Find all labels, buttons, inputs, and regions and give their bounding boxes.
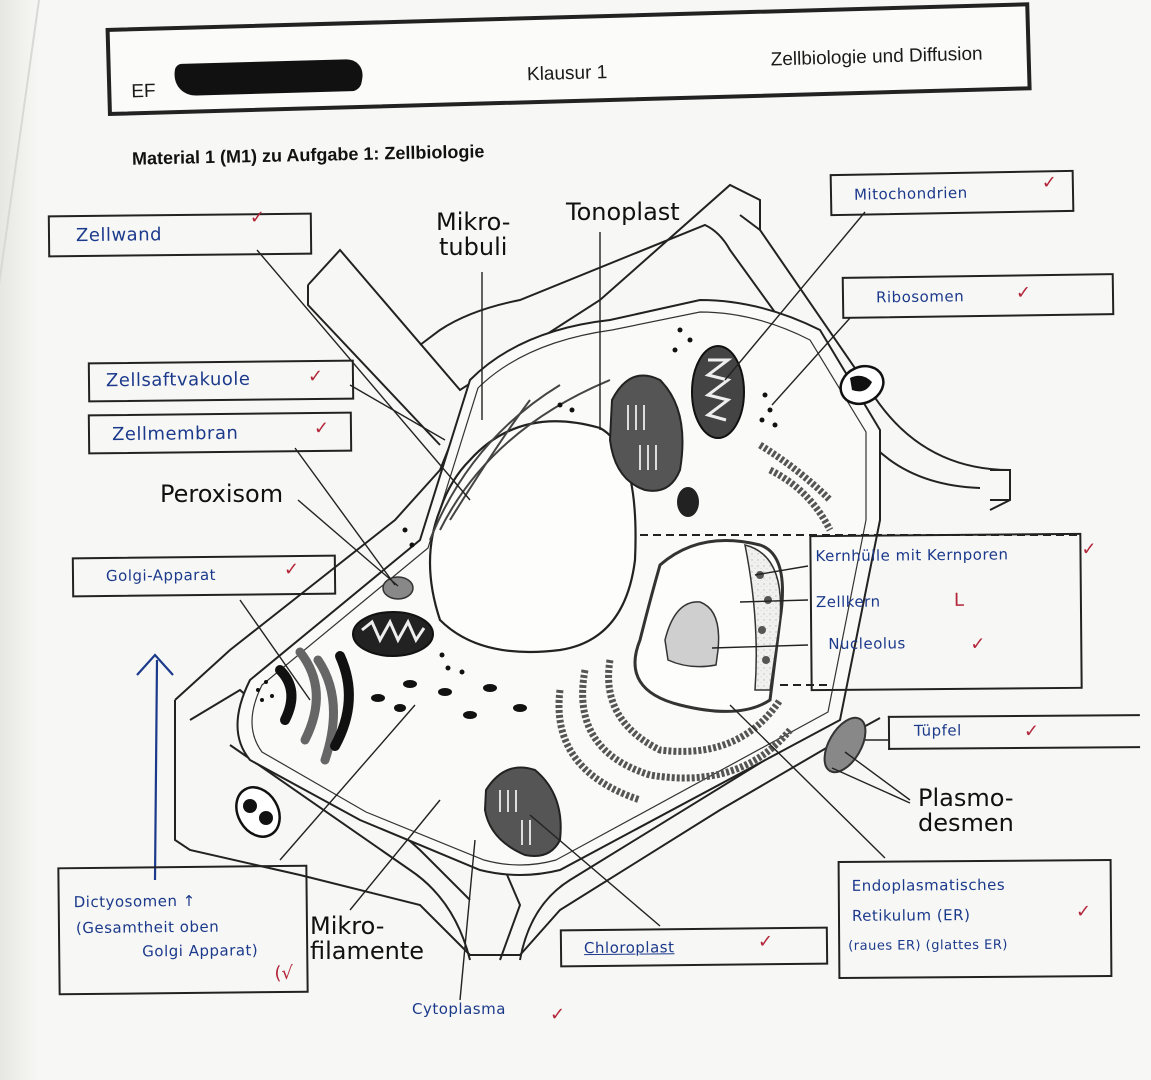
answer-zellwand: Zellwand (75, 224, 163, 247)
answer-box-zellwand[interactable]: Zellwand ✓ (47, 207, 313, 258)
page-edge (0, 0, 40, 1080)
check-mark: ✓ (1023, 720, 1040, 742)
answer-ribosomen: Ribosomen (875, 287, 965, 307)
label-tonoplast: Tonoplast (566, 198, 680, 226)
answer-box-ribosomen[interactable]: Ribosomen ✓ (841, 273, 1115, 319)
answer-box-chloroplast[interactable]: Chloroplast ✓ (559, 926, 829, 968)
answer-zellkern: Zellkern (815, 592, 881, 612)
check-mark: ✓ (307, 365, 324, 388)
nucleolus (664, 601, 720, 668)
answer-box-mitochondrien[interactable]: Mitochondrien ✓ (829, 169, 1075, 217)
label-mikrofilamente-line1: Mikro- (310, 912, 385, 940)
answer-dictyosomen-line3: Golgi Apparat) (142, 941, 259, 961)
check-mark: ✓ (550, 1004, 566, 1025)
check-mark: ✓ (249, 207, 266, 229)
answer-er-line3: (raues ER) (glattes ER) (848, 937, 1009, 954)
mitochondrion (352, 611, 434, 657)
label-plasmodesmen-line1: Plasmo- (918, 784, 1014, 812)
answer-box-zellmembran[interactable]: Zellmembran ✓ (87, 411, 353, 455)
answer-box-zellsaftvakuole[interactable]: Zellsaftvakuole ✓ (87, 359, 355, 403)
answer-zellmembran: Zellmembran (111, 422, 239, 446)
vesicle (677, 487, 699, 517)
answer-nucleolus: Nucleolus (828, 634, 906, 654)
check-mark: ✓ (1075, 901, 1092, 923)
label-peroxisom: Peroxisom (160, 480, 284, 508)
answer-er-line1: Endoplasmatisches (851, 875, 1006, 895)
pit-icon (839, 364, 885, 406)
pit-icon (823, 716, 867, 774)
check-mark: ✓ (757, 931, 774, 953)
answer-dictyosomen-line2: (Gesamtheit oben (75, 917, 220, 938)
answer-box-golgi[interactable]: Golgi-Apparat ✓ (71, 554, 337, 598)
answer-tuepfel: Tüpfel (913, 721, 962, 740)
partial-mark: (√ (274, 962, 294, 985)
answer-box-dictyosomen[interactable]: Dictyosomen ↑ (Gesamtheit oben Golgi App… (57, 864, 309, 996)
check-mark: ✓ (1081, 538, 1097, 560)
answer-chloroplast: Chloroplast (583, 938, 675, 958)
check-mark: ✓ (283, 559, 300, 581)
answer-golgi: Golgi-Apparat (105, 565, 217, 586)
check-mark: ✓ (313, 417, 330, 440)
answer-er-line2: Retikulum (ER) (851, 906, 971, 925)
pit-icon (235, 786, 281, 838)
check-mark: ✓ (1041, 172, 1058, 194)
nuclear-envelope (744, 543, 782, 691)
answer-dictyosomen-line1: Dictyosomen ↑ (73, 891, 196, 912)
cell-wall (174, 183, 1011, 961)
partial-mark: ᒪ (953, 589, 965, 611)
check-mark: ✓ (970, 633, 986, 655)
label-mikrotubuli: Mikro- tubuli (436, 208, 511, 262)
label-mikrotubuli-line2: tubuli (439, 233, 508, 262)
ribosomes (256, 327, 778, 719)
check-mark: ✓ (1015, 282, 1032, 304)
leader-lines (239, 211, 911, 1001)
label-mikrofilamente: Mikro- filamente (310, 912, 425, 966)
peroxisome (382, 576, 414, 600)
label-mikrotubuli-line1: Mikro- (436, 208, 511, 236)
answer-box-er[interactable]: Endoplasmatisches Retikulum (ER) ✓ (raue… (837, 859, 1113, 979)
answer-box-tuepfel[interactable]: Tüpfel ✓ (887, 714, 1141, 750)
answer-kernhuelle: Kernhülle mit Kernporen (815, 545, 1009, 566)
label-plasmodesmen: Plasmo- desmen (918, 784, 1014, 838)
answer-cytoplasma: Cytoplasma (412, 1000, 506, 1018)
chloroplast (608, 374, 684, 492)
answer-box-nucleus[interactable]: Kernhülle mit Kernporen ✓ Zellkern ᒪ Nuc… (809, 532, 1097, 692)
label-mikrofilamente-line2: filamente (310, 937, 425, 966)
mitochondrion (691, 345, 745, 439)
answer-mitochondrien: Mitochondrien (853, 183, 968, 204)
microtubules (429, 379, 611, 541)
label-plasmodesmen-line2: desmen (918, 809, 1014, 838)
golgi-apparatus (275, 647, 354, 765)
answer-zellsaftvakuole: Zellsaftvakuole (105, 368, 251, 392)
arrow-up-icon (136, 653, 174, 881)
